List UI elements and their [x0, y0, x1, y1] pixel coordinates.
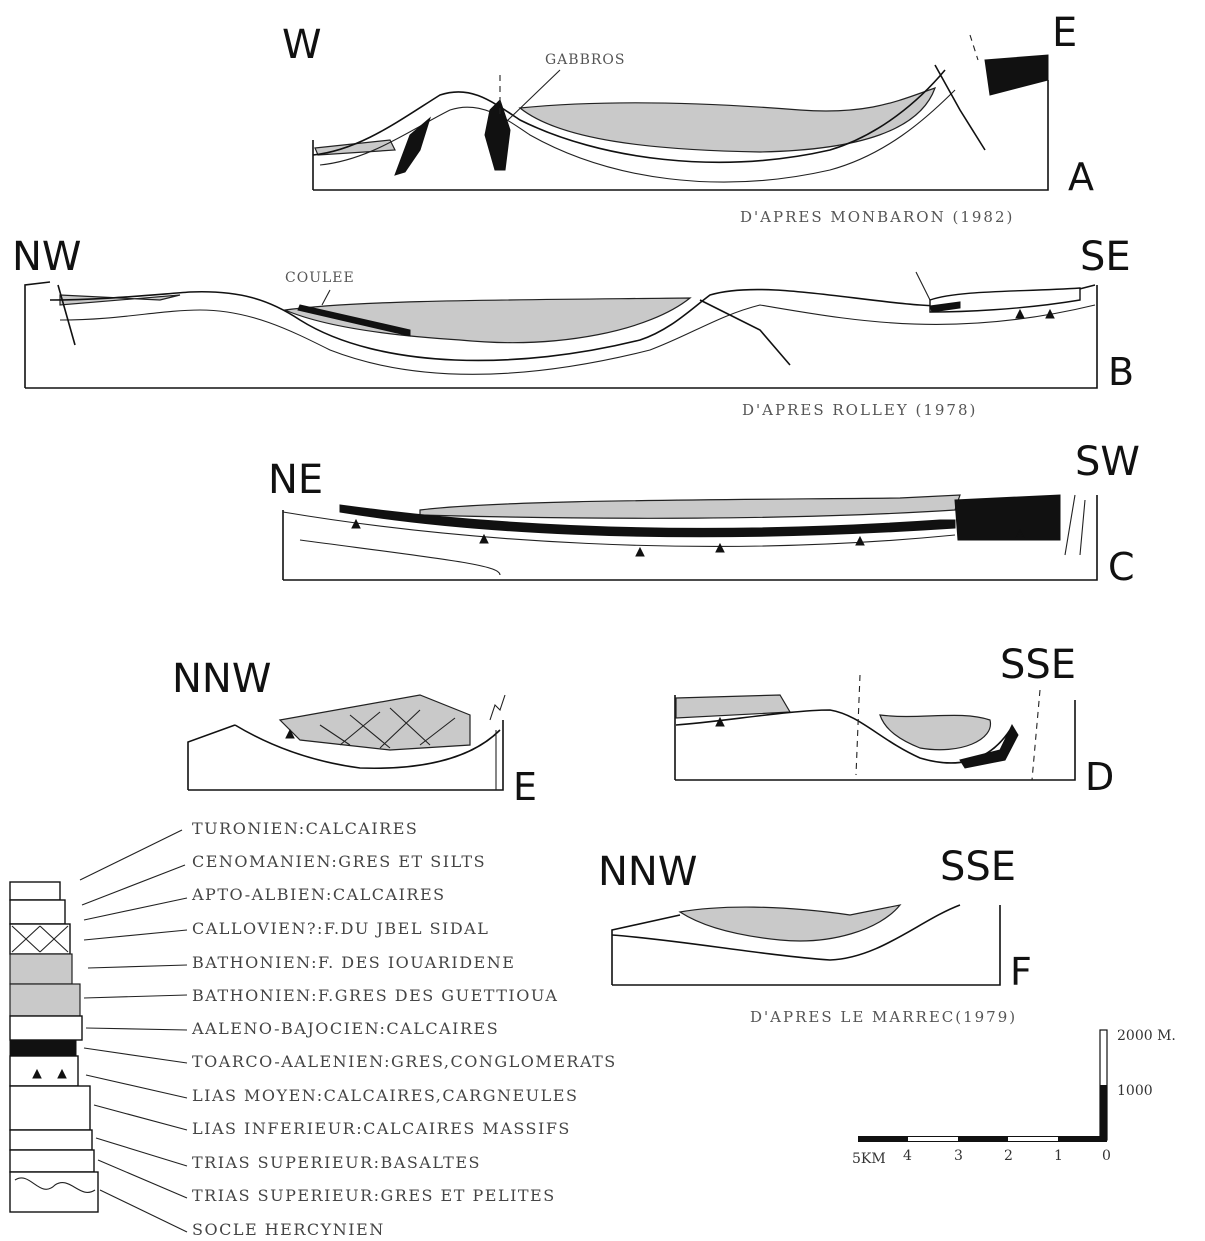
legend-label: CENOMANIEN:GRES ET SILTS [192, 852, 486, 871]
legend-label: CALLOVIEN?:F.DU JBEL SIDAL [192, 919, 489, 938]
legend-column [10, 882, 98, 1212]
legend-swatch-callovien [10, 924, 70, 954]
section-e: NNW E [172, 656, 537, 809]
section-c-lower-layer [300, 540, 500, 575]
legend-label: BATHONIEN:F.GRES DES GUETTIOUA [192, 986, 558, 1005]
triangle-marker-icon [1016, 310, 1024, 318]
horizontal-scale-label: 1 [1054, 1148, 1063, 1164]
section-c-letter: C [1108, 545, 1135, 589]
triangle-marker-icon [636, 548, 644, 556]
legend-swatch-cenomanien [10, 900, 65, 924]
triangle-marker-icon [856, 537, 864, 545]
legend-swatch-toarco-aalenien [10, 1040, 76, 1056]
horizontal-scale-label: 5KM [852, 1151, 886, 1167]
legend-label: TRIAS SUPERIEUR:BASALTES [192, 1153, 481, 1172]
section-e-bathonien-fill [280, 695, 470, 750]
fault-line-icon [856, 675, 860, 775]
section-f-left-orientation: NNW [598, 849, 697, 895]
section-f-letter: F [1010, 950, 1032, 994]
section-a-dark-lens [395, 118, 430, 175]
section-e-left-orientation: NNW [172, 656, 271, 702]
section-a-gabbros-label: GABBROS [545, 52, 625, 68]
section-c-right-orientation: SW [1075, 439, 1140, 485]
section-f-basin-fill [680, 905, 900, 941]
section-d-right-orientation: SSE [1000, 642, 1076, 688]
horizontal-scale-label: 0 [1102, 1148, 1111, 1164]
legend-label: BATHONIEN:F. DES IOUARIDENE [192, 953, 515, 972]
section-a-right-orientation: E [1052, 10, 1077, 56]
scale-bar: 2000 M. 1000 5KM 4 3 2 1 0 [852, 1028, 1176, 1167]
arrow-icon [916, 272, 930, 300]
section-b-coulee-label: COULEE [285, 270, 355, 286]
section-b-left-orientation: NW [12, 234, 81, 280]
fault-line-icon [1032, 690, 1040, 780]
legend-swatch-turonien [10, 882, 60, 900]
fault-line-icon [970, 35, 978, 60]
legend-label: TURONIEN:CALCAIRES [192, 819, 418, 838]
section-b-right-orientation: SE [1080, 234, 1131, 280]
section-a: W E A GABBROS D'APRES MONBARON (1982) [282, 10, 1094, 226]
legend-label: LIAS MOYEN:CALCAIRES,CARGNEULES [192, 1086, 578, 1105]
triangle-marker-icon [352, 520, 360, 528]
legend-swatch-bathonien-iouaridene [10, 954, 72, 984]
fault-line-icon [1065, 495, 1085, 555]
fault-line-icon [58, 285, 75, 345]
section-b-source: D'APRES ROLLEY (1978) [742, 401, 977, 419]
section-a-dark-block [985, 55, 1048, 95]
legend-labels: TURONIEN:CALCAIRES CENOMANIEN:GRES ET SI… [191, 819, 617, 1239]
legend-swatch-lias-inferieur [10, 1086, 90, 1130]
horizontal-scale-label: 3 [954, 1148, 963, 1164]
vertical-scale-mid-label: 1000 [1117, 1083, 1153, 1099]
fault-line-icon [935, 65, 985, 150]
section-a-left-orientation: W [282, 22, 322, 68]
legend-swatch-lias-moyen [10, 1056, 78, 1086]
section-a-basin-fill [520, 88, 935, 152]
section-b: NW SE B COULEE D'APRES ROLLEY (1978) [12, 234, 1134, 419]
section-f-right-orientation: SSE [940, 844, 1016, 890]
legend-swatch-bathonien-guettioua [10, 984, 80, 1016]
section-f-source: D'APRES LE MARREC(1979) [750, 1008, 1017, 1026]
legend-label: AALENO-BAJOCIEN:CALCAIRES [191, 1019, 499, 1038]
horizontal-scale-white-segment [908, 1137, 958, 1141]
legend-label: TOARCO-AALENIEN:GRES,CONGLOMERATS [192, 1052, 617, 1071]
section-b-letter: B [1108, 350, 1134, 394]
vertical-scale-top-label: 2000 M. [1117, 1028, 1176, 1044]
legend-swatch-gres-pelites [10, 1150, 94, 1172]
legend-swatch-basaltes [10, 1130, 92, 1150]
section-a-source: D'APRES MONBARON (1982) [740, 208, 1014, 226]
section-c-left-orientation: NE [268, 457, 323, 503]
section-f: NNW SSE F D'APRES LE MARREC(1979) [598, 844, 1032, 1026]
legend-label: LIAS INFERIEUR:CALCAIRES MASSIFS [192, 1119, 571, 1138]
section-c-dark-block [955, 495, 1060, 540]
horizontal-scale-white-segment [1008, 1137, 1058, 1141]
legend-swatch-aaleno-bajocien [10, 1016, 82, 1040]
arrow-icon [322, 290, 330, 305]
section-c-top-fill [420, 495, 960, 518]
legend-label: SOCLE HERCYNIEN [192, 1220, 385, 1239]
section-d-letter: D [1085, 755, 1114, 799]
vertical-scale-lower [1100, 1085, 1107, 1140]
section-e-letter: E [513, 765, 537, 809]
horizontal-scale-label: 4 [903, 1148, 912, 1164]
section-d: SSE D [675, 642, 1114, 799]
triangle-marker-icon [716, 544, 724, 552]
section-a-letter: A [1068, 155, 1094, 199]
legend-label: APTO-ALBIEN:CALCAIRES [191, 885, 446, 904]
section-c: NE SW C [268, 439, 1140, 589]
horizontal-scale-bar [858, 1136, 1107, 1142]
triangle-marker-icon [716, 718, 724, 726]
legend-label: TRIAS SUPERIEUR:GRES ET PELITES [192, 1186, 556, 1205]
horizontal-scale-label: 2 [1004, 1148, 1013, 1164]
